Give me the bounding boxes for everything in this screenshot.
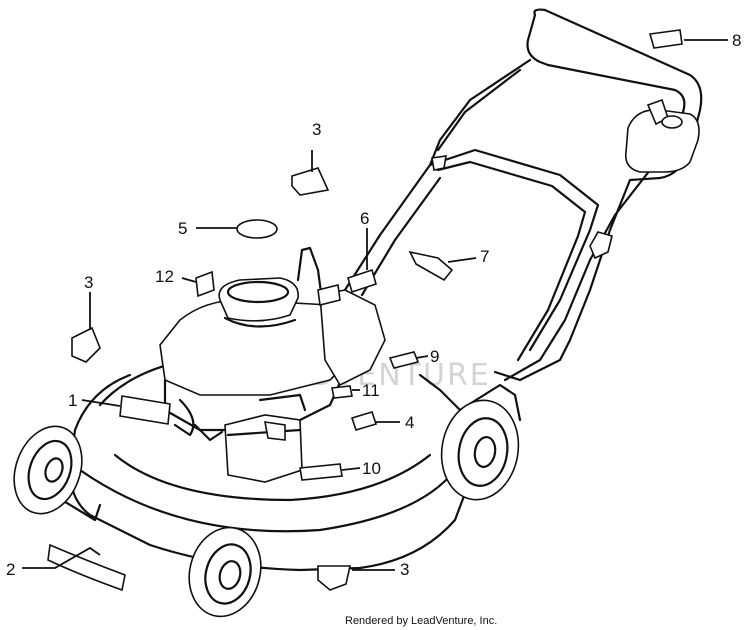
callout-7: 7	[480, 247, 489, 266]
decal-3-bottom	[317, 565, 351, 591]
callout-3-bottom: 3	[400, 560, 409, 579]
callout-4: 4	[405, 413, 414, 432]
leader-lines	[22, 39, 728, 571]
callout-2: 2	[6, 560, 15, 579]
decal-1	[119, 395, 171, 425]
wheel-front-right	[188, 526, 262, 618]
callout-8: 8	[732, 31, 741, 50]
decal-7	[408, 250, 454, 282]
wheel-rear-right	[440, 399, 520, 501]
callout-3-left: 3	[84, 273, 93, 292]
callout-11: 11	[362, 381, 380, 400]
decals	[47, 29, 683, 592]
decal-9	[388, 351, 420, 369]
decal-3-left	[71, 326, 101, 363]
callout-5: 5	[178, 219, 187, 238]
callout-12: 12	[155, 267, 174, 286]
decal-8	[648, 29, 683, 49]
mower-handle	[343, 8, 703, 382]
wheel-front-left	[13, 425, 83, 515]
callout-3-top: 3	[312, 120, 321, 139]
decal-12	[195, 270, 215, 298]
callout-1: 1	[68, 391, 77, 410]
decal-4	[350, 411, 378, 431]
decal-6	[347, 268, 377, 294]
engine	[159, 246, 386, 483]
decal-11	[331, 385, 353, 399]
callout-labels: 1 2 3 3 3 4 5 6 7 8 9 10 11 12	[6, 31, 741, 579]
callout-10: 10	[362, 459, 381, 478]
decal-2	[47, 543, 126, 592]
decal-3-top	[291, 167, 330, 196]
callout-9: 9	[430, 347, 439, 366]
decal-10	[299, 463, 343, 481]
decal-5	[236, 219, 278, 239]
render-credit: Rendered by LeadVenture, Inc.	[345, 615, 497, 627]
callout-6: 6	[360, 209, 369, 228]
